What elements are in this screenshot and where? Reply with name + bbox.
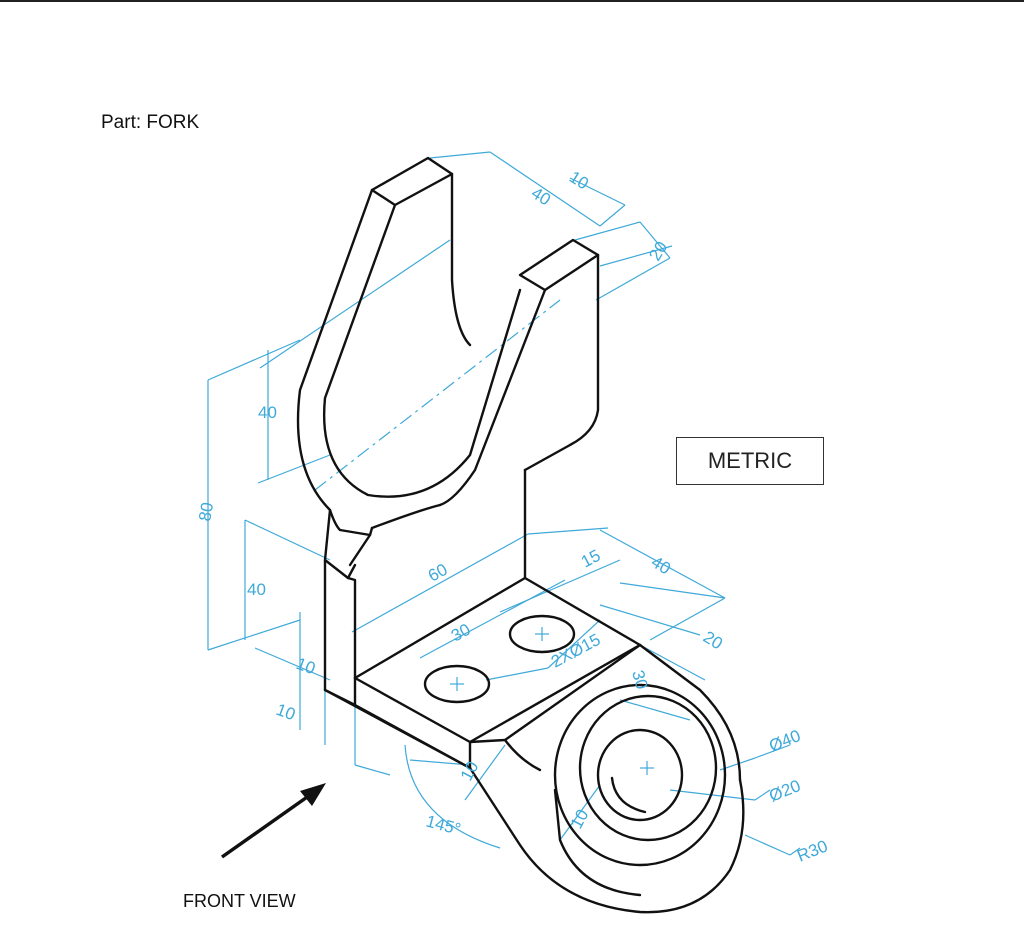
metric-label: METRIC [707, 448, 793, 473]
dim-base-thickness-2: 10 [274, 700, 298, 724]
dim-boss-diameter: Ø40 [766, 726, 803, 756]
dim-slot-depth: 40 [258, 403, 277, 422]
top-border-line [0, 0, 1024, 2]
dim-edge-depth: 20 [700, 627, 726, 653]
dim-base-length: 60 [425, 560, 451, 586]
dim-bore-diameter: Ø20 [766, 776, 803, 806]
dim-fork-width: 40 [528, 183, 554, 209]
dimension-layer [207, 151, 801, 856]
dim-overall-height: 80 [195, 501, 217, 523]
dim-fork-thickness: 10 [566, 167, 592, 193]
dim-hole-spacing: 30 [448, 620, 474, 646]
dim-edge-offset: 15 [578, 546, 604, 572]
dim-lower-height: 40 [247, 580, 266, 599]
part-title: Part: FORK [101, 112, 200, 133]
dim-hole-callout: 2XØ15 [548, 630, 604, 672]
metric-label-box: METRIC [676, 437, 824, 485]
dim-fork-depth: 20 [645, 238, 671, 264]
dimension-text: 40 10 20 40 80 40 10 10 60 30 15 40 20 2… [195, 167, 830, 865]
front-view-label: FRONT VIEW [183, 891, 296, 911]
front-view-arrow [220, 783, 326, 859]
dim-lug-radius: R30 [794, 836, 830, 865]
dim-base-thickness-1: 10 [294, 654, 318, 678]
dim-base-width: 40 [648, 552, 674, 578]
dim-bend-angle: 145° [424, 812, 463, 839]
center-marks [450, 627, 654, 775]
dim-boss-distance: 30 [628, 668, 651, 691]
part-outline [296, 156, 745, 914]
